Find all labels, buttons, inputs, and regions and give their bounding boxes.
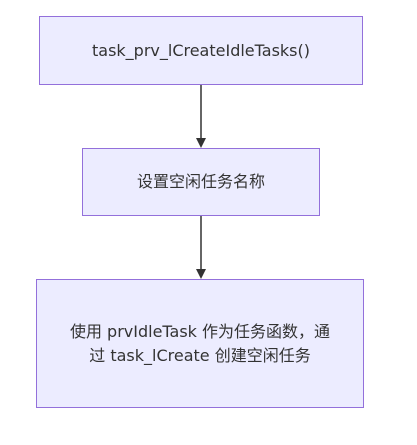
node-create-idle-tasks: task_prv_lCreateIdleTasks()	[39, 16, 363, 85]
node-label: 设置空闲任务名称	[136, 172, 265, 191]
node-create-task: 使用 prvIdleTask 作为任务函数，通过 task_lCreate 创建…	[36, 279, 364, 408]
node-label: 使用 prvIdleTask 作为任务函数，通过 task_lCreate 创建…	[69, 321, 331, 365]
node-label: task_prv_lCreateIdleTasks()	[91, 40, 310, 60]
node-set-idle-task-name: 设置空闲任务名称	[82, 148, 320, 216]
